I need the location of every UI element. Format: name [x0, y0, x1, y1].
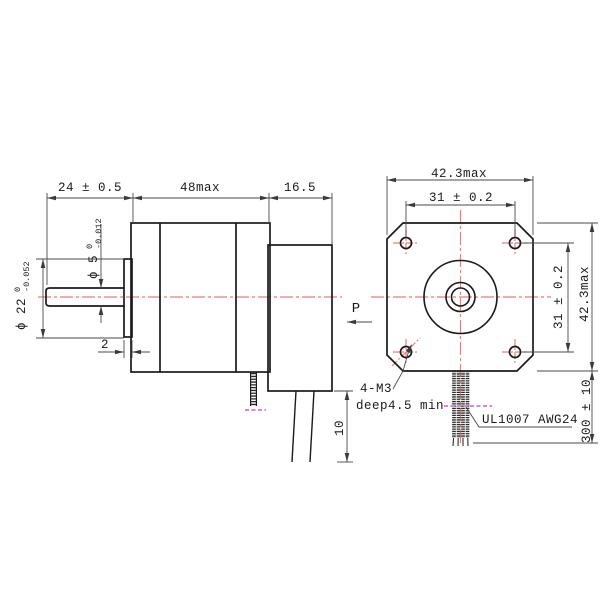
svg-text:300 ± 10: 300 ± 10 — [580, 379, 594, 443]
svg-text:31 ± 0.2: 31 ± 0.2 — [552, 265, 566, 329]
shaft-profile — [45, 287, 124, 307]
hole-leader-arrow — [405, 344, 412, 354]
dim-rear-length: 16.5 — [284, 181, 316, 195]
mounting-hole-top-left — [399, 236, 413, 250]
hole-label-leader — [392, 349, 410, 390]
mounting-hole-bottom-right — [508, 345, 522, 359]
svg-text:-0.052: -0.052 — [22, 261, 32, 292]
side-wire-left — [291, 390, 297, 463]
lead-wire-label: UL1007 AWG24 — [482, 413, 578, 427]
rear-housing — [267, 244, 333, 392]
mounting-hole-bottom-left — [399, 345, 413, 359]
view-direction-label: P — [352, 301, 360, 317]
drawing-text: 24 ± 0.5 48max 16.5 ϕ 5 0 -0.012 ϕ 22 0 … — [13, 167, 594, 443]
lead-wire-bundle — [444, 371, 492, 447]
svg-text:42.3max: 42.3max — [578, 266, 592, 322]
dim-hole-spacing-top: 31 ± 0.2 — [429, 191, 493, 205]
svg-text:10: 10 — [333, 420, 347, 436]
dim-pilot-diameter: ϕ 22 0 -0.052 — [13, 261, 32, 330]
arrowheads — [40, 177, 595, 462]
dim-hole-spacing-right: 31 ± 0.2 — [552, 265, 566, 329]
dim-lead-length: 300 ± 10 — [580, 379, 594, 443]
wire-label-leader — [465, 406, 572, 428]
pilot-circle — [423, 259, 498, 335]
dimension-lines — [36, 176, 598, 463]
svg-text:-0.012: -0.012 — [94, 218, 104, 249]
svg-text:ϕ 22: ϕ 22 — [15, 298, 29, 330]
mounting-screw — [245, 372, 266, 411]
motor-body — [130, 222, 271, 373]
front-view-outline — [386, 222, 534, 372]
svg-text:0: 0 — [85, 244, 95, 249]
hole-diagonal-centerline — [391, 337, 421, 367]
side-wire-right — [309, 390, 315, 463]
dim-wire-exit: 10 — [333, 420, 347, 436]
dim-pilot-depth: 2 — [101, 338, 109, 352]
mounting-hole-label-line1: 4-M3 — [360, 382, 392, 396]
p-view-arrow — [347, 319, 356, 325]
side-view-outline — [45, 222, 333, 463]
dim-flange-width: 42.3max — [431, 167, 487, 181]
pilot-boss — [123, 258, 133, 338]
svg-text:ϕ 5: ϕ 5 — [87, 255, 101, 279]
flange-outline — [386, 222, 534, 372]
svg-text:0: 0 — [13, 287, 23, 292]
dim-body-length: 48max — [180, 181, 220, 195]
shaft-circle — [450, 287, 471, 307]
bearing-circle — [445, 281, 476, 313]
dim-shaft-diameter: ϕ 5 0 -0.012 — [85, 218, 104, 279]
dim-flange-height: 42.3max — [578, 266, 592, 322]
mounting-hole-label-line2: deep4.5 min — [356, 399, 444, 413]
mounting-hole-top-right — [508, 236, 522, 250]
dim-shaft-length: 24 ± 0.5 — [58, 181, 122, 195]
